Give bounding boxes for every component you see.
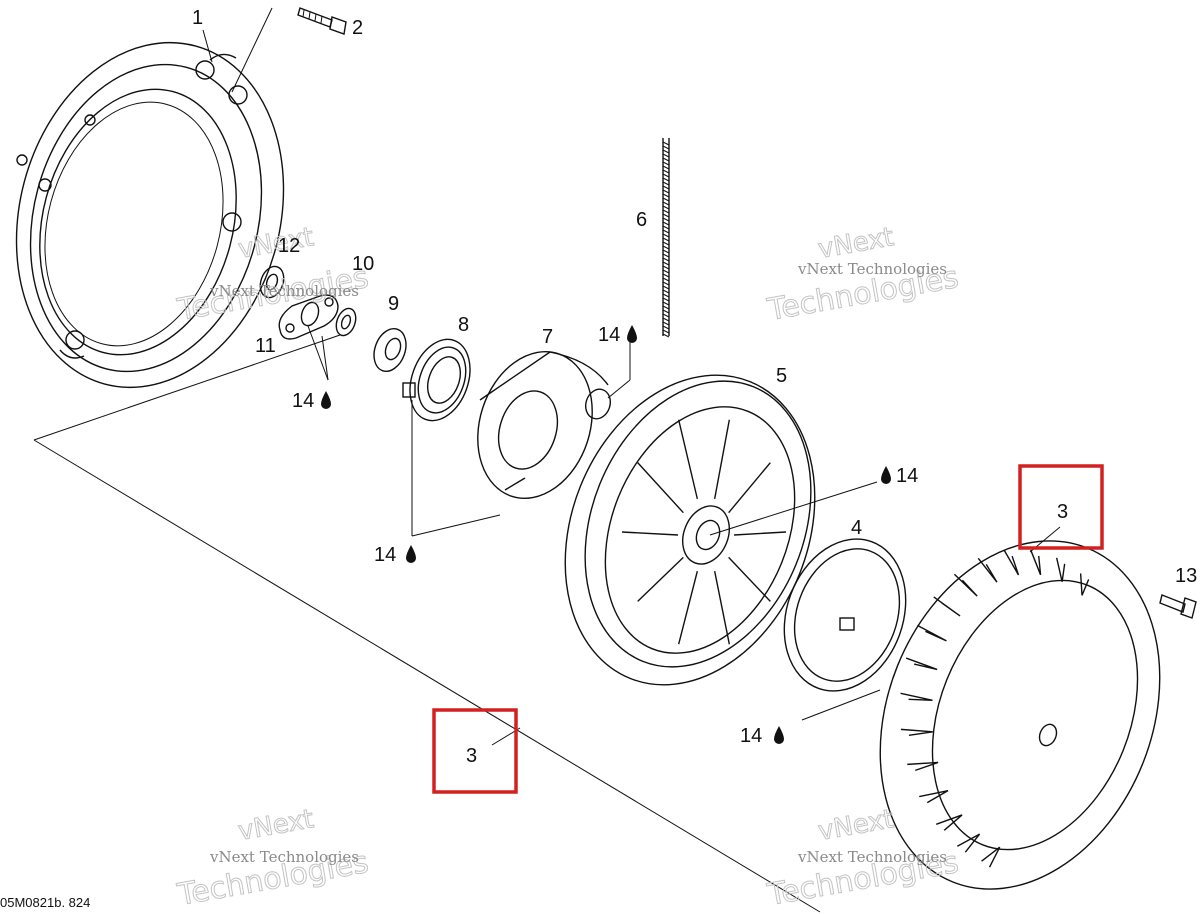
part-11-plate: [278, 294, 339, 340]
svg-text:vNext: vNext: [236, 222, 316, 265]
oil-drop-icon: [321, 391, 331, 409]
label-14-e: 14: [740, 725, 762, 747]
svg-text:vNext: vNext: [816, 804, 896, 847]
part-5-pulley: [564, 374, 816, 686]
leader-lines: [33, 7, 1061, 913]
oil-drop-icons: [321, 325, 891, 744]
label-14-d: 14: [896, 465, 918, 487]
part-labels: 1 2 3 4 5 6 7 8 9 10 11 12 13 14 3 14 14…: [192, 7, 1197, 767]
oil-drop-icon: [881, 466, 891, 484]
oil-drop-icon: [406, 545, 416, 563]
watermark-bottom-right: vNext Technologies vNext Technologies: [764, 804, 962, 914]
label-10: 10: [352, 253, 374, 275]
label-3-bottom: 3: [466, 745, 477, 767]
label-3-top: 3: [1057, 501, 1068, 523]
highlight-box-bottom: [432, 708, 518, 794]
label-2: 2: [352, 17, 363, 39]
label-11: 11: [255, 335, 276, 357]
label-8: 8: [458, 314, 469, 336]
part-9-bushing: [373, 327, 407, 373]
label-1: 1: [192, 7, 203, 29]
svg-text:vNext: vNext: [816, 222, 896, 265]
label-5: 5: [776, 365, 787, 387]
svg-text:vNext Technologies: vNext Technologies: [209, 848, 359, 866]
part-13-bolt: [1159, 594, 1197, 619]
label-13: 13: [1175, 565, 1197, 587]
watermark-top-right: vNext Technologies vNext Technologies: [764, 222, 962, 329]
part-3-cover: [879, 540, 1161, 890]
label-14-a: 14: [598, 324, 620, 346]
part-7-cam: [477, 350, 612, 500]
part-10-washer: [335, 307, 357, 337]
label-9: 9: [388, 293, 399, 315]
svg-text:vNext Technologies: vNext Technologies: [209, 282, 359, 300]
figure-code: 05M0821b. 824: [0, 895, 91, 910]
highlight-box-top: [1018, 464, 1104, 550]
label-12: 12: [278, 235, 300, 257]
svg-text:vNext Technologies: vNext Technologies: [797, 260, 947, 278]
part-8-spring: [402, 338, 471, 422]
label-4: 4: [851, 517, 862, 539]
part-2-screw: [297, 7, 347, 35]
watermark-bottom-left: vNext Technologies vNext Technologies: [174, 804, 372, 914]
label-6: 6: [636, 209, 647, 231]
part-12-bushing: [259, 265, 285, 299]
svg-text:vNext Technologies: vNext Technologies: [797, 848, 947, 866]
part-4-spring: [783, 538, 907, 692]
svg-text:vNext: vNext: [236, 804, 316, 847]
oil-drop-icon: [627, 325, 637, 343]
label-14-b: 14: [292, 390, 314, 412]
label-14-c: 14: [374, 544, 396, 566]
oil-drop-icon: [774, 726, 784, 744]
label-7: 7: [542, 326, 553, 348]
part-6-rope: [662, 138, 670, 338]
part-1-housing: [15, 41, 285, 389]
